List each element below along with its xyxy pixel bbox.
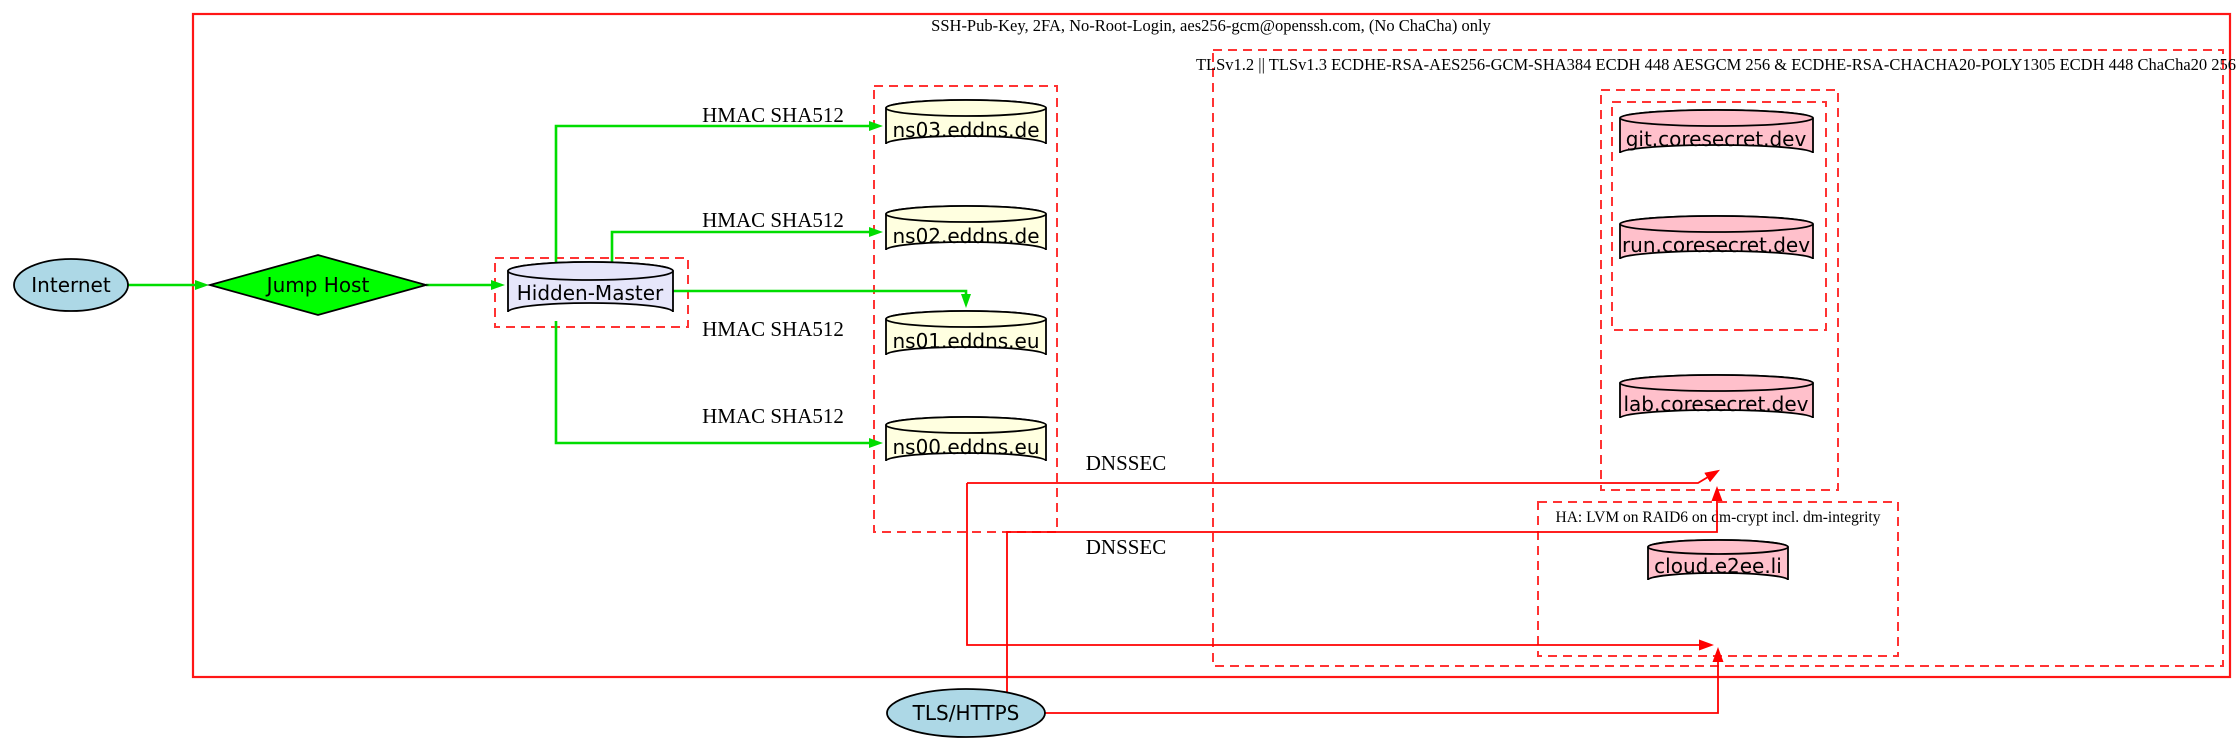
cluster-ssh-policy-label: SSH-Pub-Key, 2FA, No-Root-Login, aes256-… bbox=[931, 16, 1491, 35]
node-ns00-label: ns00.eddns.eu bbox=[892, 435, 1039, 459]
lab-cylinder-top bbox=[1619, 374, 1814, 392]
git-cylinder-top bbox=[1619, 109, 1814, 127]
hidden-master-cylinder-top bbox=[507, 261, 674, 281]
node-tls-https: TLS/HTTPS bbox=[886, 688, 1046, 738]
ns00-cylinder-top bbox=[885, 416, 1047, 434]
ns01-cylinder-top bbox=[885, 310, 1047, 328]
cluster-tls-policy-label: TLSv1.2 || TLSv1.3 ECDHE-RSA-AES256-GCM-… bbox=[1196, 55, 2236, 74]
internet-ellipse bbox=[13, 258, 129, 312]
cluster-hidden-master-box bbox=[494, 257, 689, 328]
node-ns00: ns00.eddns.eu bbox=[885, 416, 1047, 462]
jump-host-diamond bbox=[206, 254, 430, 316]
edge-hiddenmaster-to-ns01 bbox=[673, 289, 971, 308]
node-run: run.coresecret.dev bbox=[1619, 215, 1814, 260]
cluster-eddns-box bbox=[873, 85, 1058, 533]
node-lab-label: lab.coresecret.dev bbox=[1623, 392, 1808, 416]
edge-label-hmac-ns03: HMAC SHA512 bbox=[702, 103, 844, 127]
cloud-cylinder-top bbox=[1647, 539, 1789, 555]
node-hidden-master: Hidden-Master bbox=[507, 261, 674, 313]
node-hidden-master-label: Hidden-Master bbox=[517, 281, 664, 305]
edge-hiddenmaster-to-ns02 bbox=[610, 227, 883, 264]
node-internet-label: Internet bbox=[31, 273, 111, 297]
edge-label-dnssec-lower: DNSSEC bbox=[1086, 535, 1167, 559]
node-jump-host: Jump Host bbox=[206, 254, 430, 316]
edge-label-hmac-ns02: HMAC SHA512 bbox=[702, 208, 844, 232]
node-jump-host-label: Jump Host bbox=[265, 273, 370, 297]
node-lab: lab.coresecret.dev bbox=[1619, 374, 1814, 419]
edge-label-dnssec-upper: DNSSEC bbox=[1086, 451, 1167, 475]
node-ns03-label: ns03.eddns.de bbox=[892, 118, 1039, 142]
edge-hiddenmaster-to-ns03 bbox=[554, 121, 883, 264]
edge-dnssec-to-coresecret-upper bbox=[967, 469, 1721, 484]
run-cylinder-top bbox=[1619, 215, 1814, 233]
edge-label-hmac-ns01: HMAC SHA512 bbox=[702, 317, 844, 341]
cluster-ssh-policy-box bbox=[191, 12, 2232, 679]
node-tls-https-label: TLS/HTTPS bbox=[912, 701, 1020, 725]
ns03-cylinder-top bbox=[885, 99, 1047, 117]
node-ns01: ns01.eddns.eu bbox=[885, 310, 1047, 356]
node-ns02-label: ns02.eddns.de bbox=[892, 224, 1039, 248]
edge-hiddenmaster-to-ns00 bbox=[554, 321, 883, 448]
edge-label-hmac-ns00: HMAC SHA512 bbox=[702, 404, 844, 428]
edge-tlshttps-to-ha bbox=[1045, 647, 1724, 714]
node-ns03: ns03.eddns.de bbox=[885, 99, 1047, 145]
node-git: git.coresecret.dev bbox=[1619, 109, 1814, 154]
cluster-coresecret-inner-box bbox=[1611, 101, 1827, 331]
node-git-label: git.coresecret.dev bbox=[1626, 127, 1807, 151]
cluster-ha-storage-label: HA: LVM on RAID6 on dm-crypt incl. dm-in… bbox=[1556, 509, 1881, 526]
edge-dnssec-to-ha-lower bbox=[966, 483, 1714, 651]
node-cloud-label: cloud.e2ee.li bbox=[1654, 554, 1782, 578]
node-ns01-label: ns01.eddns.eu bbox=[892, 329, 1039, 353]
node-cloud: cloud.e2ee.li bbox=[1647, 539, 1789, 581]
node-internet: Internet bbox=[13, 258, 129, 312]
node-ns02: ns02.eddns.de bbox=[885, 205, 1047, 251]
node-run-label: run.coresecret.dev bbox=[1622, 233, 1810, 257]
ns02-cylinder-top bbox=[885, 205, 1047, 223]
tls-https-ellipse bbox=[886, 688, 1046, 738]
edge-tlshttps-to-coresecret bbox=[1006, 486, 1723, 694]
